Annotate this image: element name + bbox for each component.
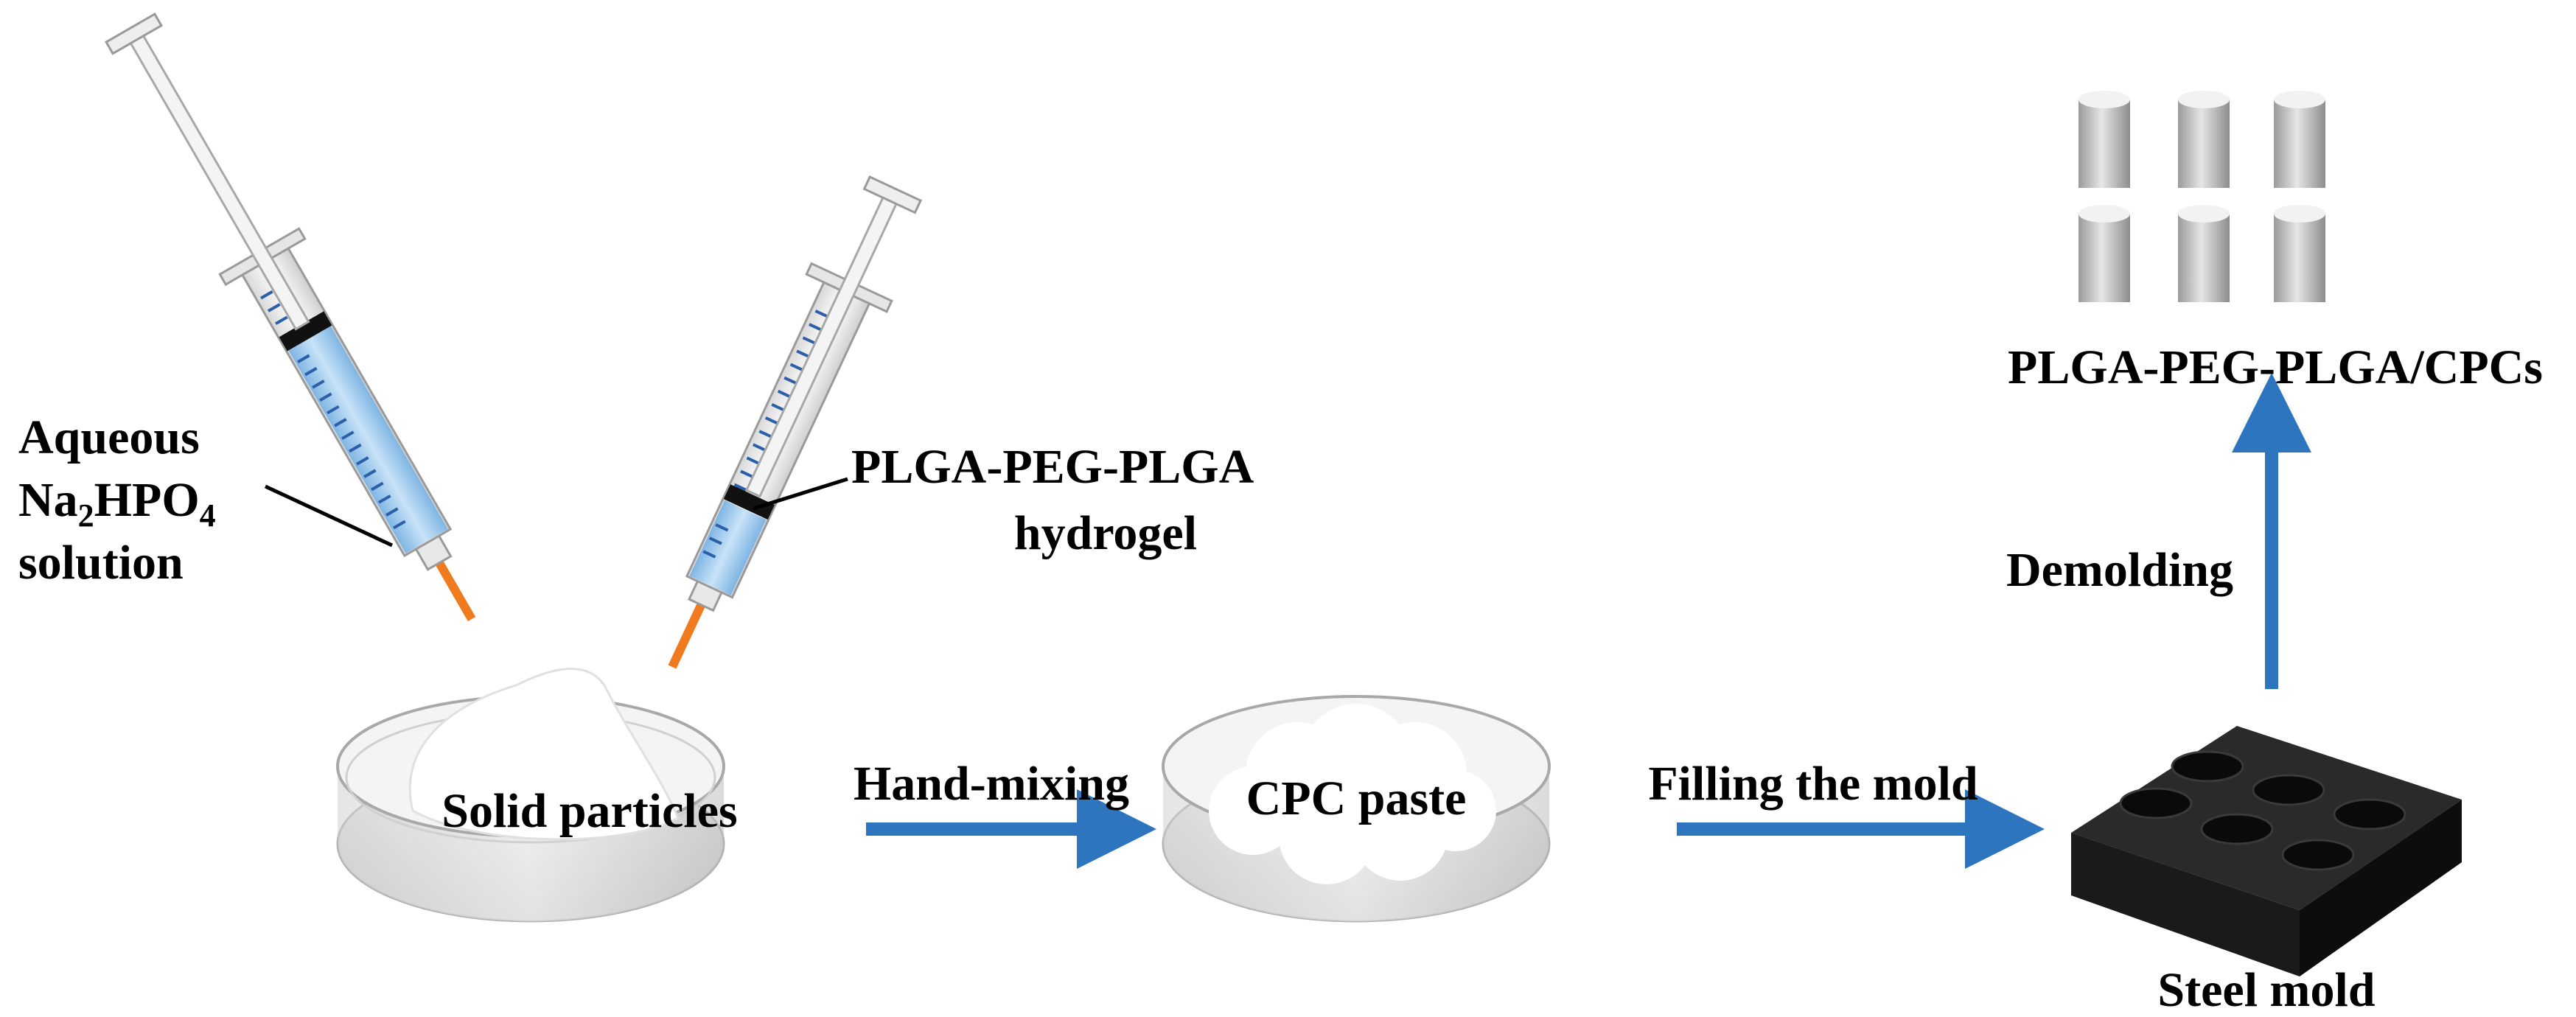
petri-dish-icon: [1162, 695, 1551, 923]
hand-mixing-label: Hand-mixing: [854, 757, 1129, 811]
syringe-icon: [105, 13, 476, 621]
hydrogel-label-line2: hydrogel: [1014, 506, 1197, 560]
cpc-paste-label: CPC paste: [1246, 772, 1467, 825]
cylinder-icon: [2078, 91, 2325, 302]
syringe-icon: [668, 175, 923, 669]
product-label: PLGA-PEG-PLGA/CPCs: [2008, 340, 2543, 394]
hydrogel-leader-line: [753, 477, 848, 511]
aqueous-leader-line: [264, 484, 394, 548]
petri-dish-icon: [336, 668, 725, 923]
demolding-label: Demolding: [2006, 543, 2233, 597]
aqueous-label-line3: solution: [18, 536, 184, 590]
aqueous-label-line1: Aqueous: [18, 410, 200, 464]
solid-particles-label: Solid particles: [441, 784, 738, 838]
steel-mold-icon: [2071, 726, 2462, 976]
hydrogel-label-line1: PLGA-PEG-PLGA: [851, 440, 1254, 494]
steel-mold-label: Steel mold: [2157, 963, 2375, 1017]
aqueous-label-line2: Na2HPO4: [18, 473, 216, 534]
filling-mold-label: Filling the mold: [1648, 757, 1978, 811]
